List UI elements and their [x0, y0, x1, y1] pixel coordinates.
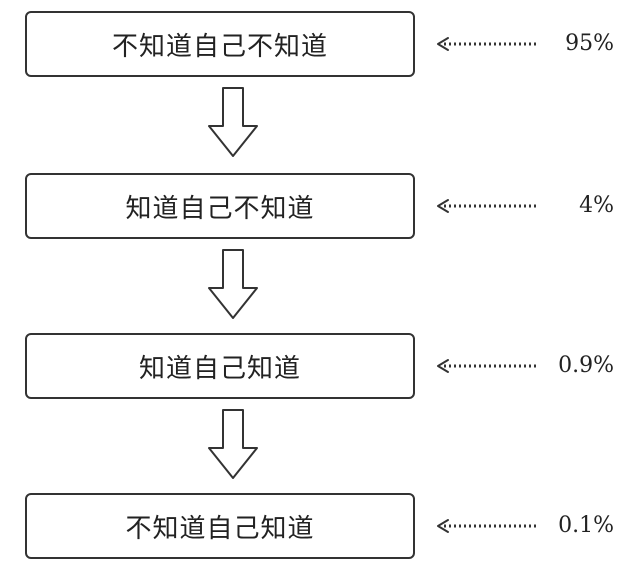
stage-percent: 95% — [565, 31, 614, 56]
stage-box-unconscious-competence: 不知道自己知道 — [25, 493, 415, 559]
dotted-arrow-icon — [437, 519, 538, 533]
stage-box-unconscious-incompetence: 不知道自己不知道 — [25, 11, 415, 77]
stage-label: 知道自己不知道 — [125, 193, 315, 224]
dotted-arrow-icon — [437, 199, 538, 213]
stage-label: 知道自己知道 — [138, 353, 301, 384]
stage-box-conscious-incompetence: 知道自己不知道 — [25, 173, 415, 239]
stage-percent: 0.9% — [558, 353, 614, 378]
stage-box-conscious-competence: 知道自己知道 — [25, 333, 415, 399]
dotted-arrow-icon — [437, 359, 538, 373]
dotted-arrow-icon — [437, 37, 538, 51]
stage-label: 不知道自己不知道 — [111, 31, 328, 62]
down-arrow-icon — [208, 87, 258, 157]
stage-percent: 4% — [579, 193, 614, 218]
down-arrow-icon — [208, 409, 258, 479]
down-arrow-icon — [208, 249, 258, 319]
stage-percent: 0.1% — [558, 513, 614, 538]
stage-label: 不知道自己知道 — [125, 513, 315, 544]
